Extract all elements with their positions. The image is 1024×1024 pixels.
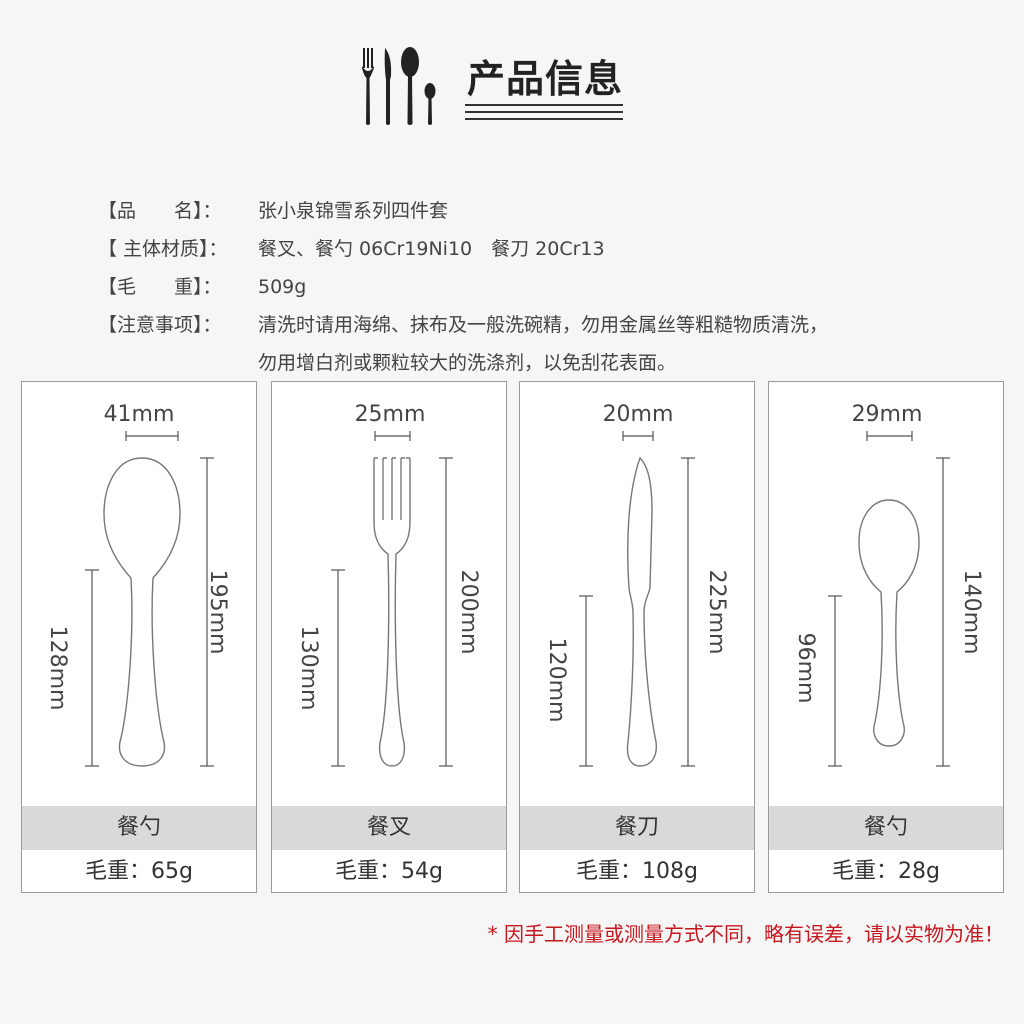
fork-icon [373, 457, 411, 767]
info-label: 【品 名】： [98, 200, 222, 222]
product-card-knife: 20mm 225mm 120mm 餐刀 毛重：108g [519, 381, 755, 893]
info-label: 【 主体材质】： [98, 238, 228, 260]
info-value: 清洗时请用海绵、抹布及一般洗碗精，勿用金属丝等粗糙物质清洗， [258, 314, 829, 336]
teaspoon-icon [858, 499, 920, 747]
product-card-spoon: 41mm 195mm 128mm 餐勺 毛重：65g [21, 381, 257, 893]
info-value: 张小泉锦雪系列四件套 [258, 200, 449, 222]
handle-dimension: 96mm [793, 633, 818, 704]
product-weight: 毛重：28g [769, 852, 1003, 892]
spoon-diagram: 41mm 195mm 128mm [45, 402, 230, 767]
info-row-material: 【 主体材质】： 餐叉、餐勺 06Cr19Ni10 餐刀 20Cr13 [98, 230, 978, 268]
product-card-fork: 25mm 200mm 130mm 餐叉 毛重：54g [271, 381, 507, 893]
product-name: 餐刀 [520, 806, 754, 850]
product-info: 【品 名】： 张小泉锦雪系列四件套 【 主体材质】： 餐叉、餐勺 06Cr19N… [98, 192, 978, 382]
weight-label: 毛重： [832, 859, 899, 884]
weight-label: 毛重： [335, 859, 402, 884]
knife-icon [626, 456, 657, 767]
width-dimension: 20mm [603, 402, 674, 427]
weight-label: 毛重： [576, 859, 643, 884]
info-value: 勿用增白剂或颗粒较大的洗涤剂，以免刮花表面。 [258, 352, 677, 374]
weight-value: 108g [642, 859, 698, 884]
width-dimension: 25mm [355, 402, 426, 427]
info-row-notes: 【注意事项】： 清洗时请用海绵、抹布及一般洗碗精，勿用金属丝等粗糙物质清洗， [98, 306, 978, 344]
info-label: 【毛 重】： [98, 276, 222, 298]
info-row-notes-cont: 勿用增白剂或颗粒较大的洗涤剂，以免刮花表面。 [98, 344, 978, 382]
teaspoon-diagram: 29mm 140mm 96mm [793, 402, 984, 767]
header: 产品信息 [355, 40, 635, 140]
cutlery-icon [362, 47, 436, 125]
info-row-weight: 【毛 重】： 509g [98, 268, 978, 306]
spoon-icon [103, 457, 181, 767]
handle-dimension: 130mm [296, 626, 321, 711]
handle-dimension: 128mm [45, 626, 70, 711]
product-name: 餐勺 [769, 806, 1003, 850]
product-weight: 毛重：65g [22, 852, 256, 892]
page-title: 产品信息 [467, 57, 624, 101]
handle-dimension: 120mm [544, 638, 569, 723]
info-value: 餐叉、餐勺 06Cr19Ni10 餐刀 20Cr13 [258, 238, 605, 260]
info-value: 509g [258, 276, 307, 298]
title-underline [465, 104, 623, 125]
length-dimension: 195mm [205, 570, 230, 655]
info-row-name: 【品 名】： 张小泉锦雪系列四件套 [98, 192, 978, 230]
length-dimension: 200mm [456, 570, 481, 655]
product-card-teaspoon: 29mm 140mm 96mm 餐勺 毛重：28g [768, 381, 1004, 893]
weight-value: 28g [898, 859, 940, 884]
info-label: 【注意事项】： [98, 314, 222, 336]
fork-diagram: 25mm 200mm 130mm [296, 402, 481, 767]
product-weight: 毛重：108g [520, 852, 754, 892]
product-name: 餐勺 [22, 806, 256, 850]
measurement-disclaimer: * 因手工测量或测量方式不同，略有误差，请以实物为准！ [487, 922, 1004, 946]
weight-value: 54g [401, 859, 443, 884]
width-dimension: 41mm [104, 402, 175, 427]
knife-diagram: 20mm 225mm 120mm [544, 402, 729, 767]
product-name: 餐叉 [272, 806, 506, 850]
weight-value: 65g [151, 859, 193, 884]
length-dimension: 225mm [704, 570, 729, 655]
weight-label: 毛重： [85, 859, 152, 884]
width-dimension: 29mm [852, 402, 923, 427]
product-weight: 毛重：54g [272, 852, 506, 892]
length-dimension: 140mm [959, 570, 984, 655]
